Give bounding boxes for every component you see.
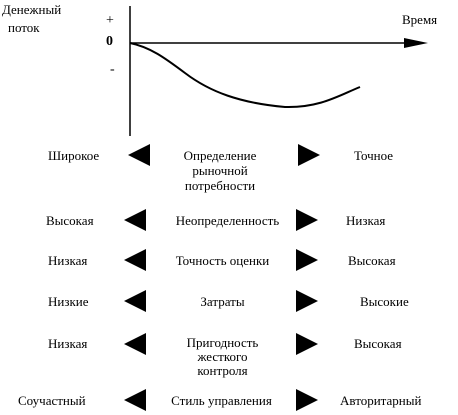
left-arrow-icon [124, 389, 146, 411]
row-center-label: Стиль управления [171, 393, 272, 408]
plus-sign: + [106, 13, 114, 28]
row-center-label: Точность оценки [175, 253, 270, 268]
row-left-label: Низкая [48, 336, 88, 351]
right-arrow-icon [296, 209, 318, 231]
right-arrow-icon [296, 333, 318, 355]
left-arrow-icon [124, 333, 146, 355]
row-right-label: Точное [354, 148, 394, 163]
row-left-label: Широкое [48, 148, 100, 163]
row-center-label: Затраты [200, 294, 245, 309]
left-arrow-icon [128, 144, 150, 166]
x-axis-label: Время [402, 12, 438, 27]
left-arrow-icon [124, 209, 146, 231]
minus-sign: - [110, 62, 115, 77]
left-arrow-icon [124, 249, 146, 271]
cash-flow-curve [129, 42, 361, 109]
zero-label: 0 [106, 34, 113, 49]
row-right-label: Высокая [348, 253, 396, 268]
right-arrow-icon [296, 389, 318, 411]
y-axis-label-line2: поток [8, 20, 40, 35]
row-left-label: Соучастный [18, 393, 86, 408]
row-left-label: Низкие [48, 294, 89, 309]
row-center-label: Неопределенность [175, 213, 280, 228]
y-axis-label-line1: Денежный [2, 2, 62, 17]
right-arrow-icon [296, 290, 318, 312]
right-arrow-icon [298, 144, 320, 166]
row-center-label: Определение рыночной потребности [183, 148, 257, 193]
row-right-label: Авторитарный [340, 393, 422, 408]
x-axis-arrowhead [404, 38, 428, 48]
row-left-label: Низкая [48, 253, 88, 268]
row-right-label: Низкая [346, 213, 386, 228]
row-right-label: Высокая [354, 336, 402, 351]
row-center-label: Пригодность жесткого контроля [186, 335, 259, 378]
row-right-label: Высокие [360, 294, 409, 309]
row-left-label: Высокая [46, 213, 94, 228]
right-arrow-icon [296, 249, 318, 271]
cash-flow-chart [129, 6, 428, 136]
left-arrow-icon [124, 290, 146, 312]
